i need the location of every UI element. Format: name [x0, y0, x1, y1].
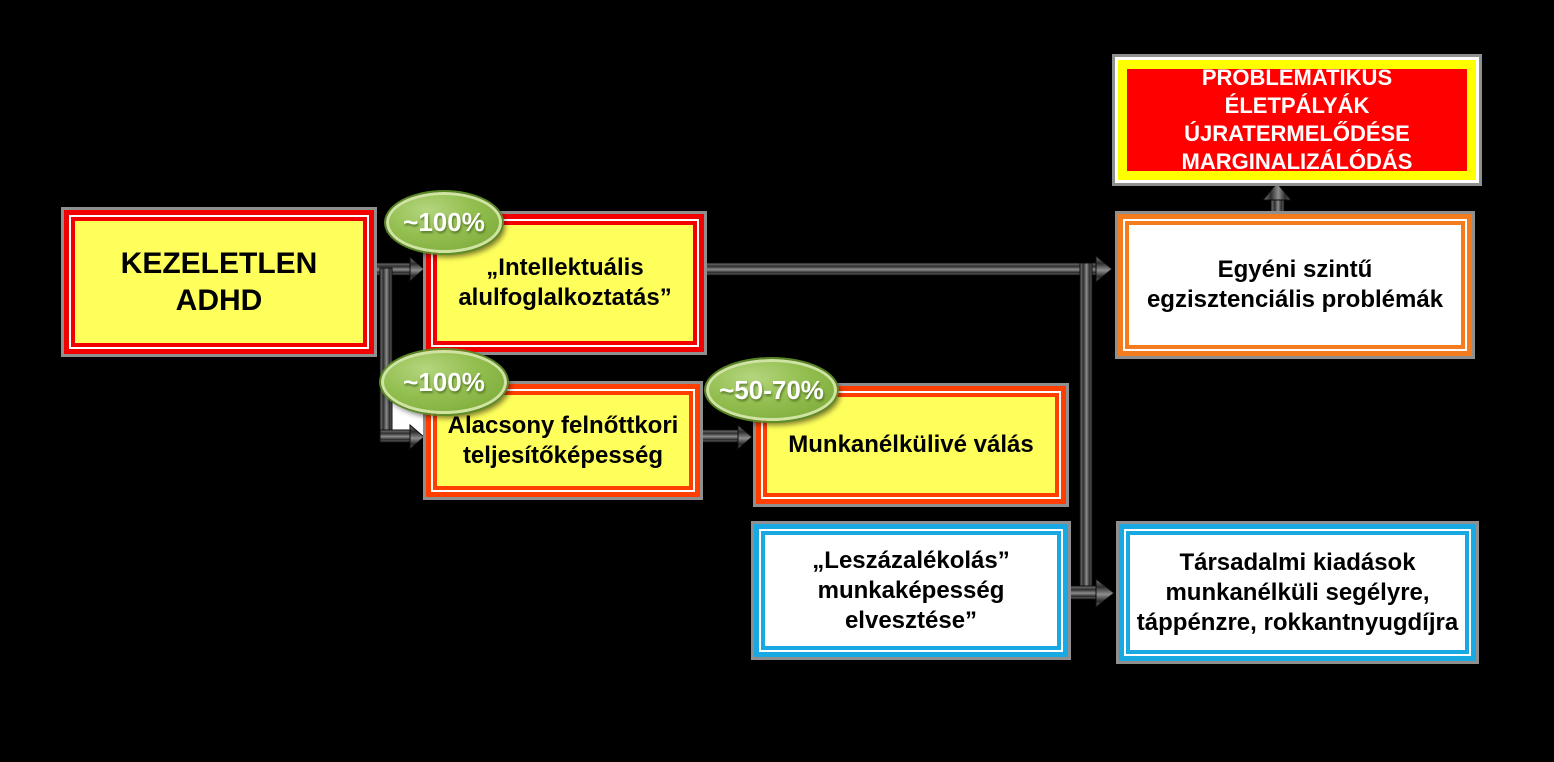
badge-100-top: ~100%: [386, 192, 502, 253]
badge-100-middle-label: ~100%: [403, 366, 485, 397]
node-leszazalekolas-label: „Leszázalékolás” munkaképesség elvesztés…: [761, 531, 1061, 650]
node-tarsadalmi-label: Társadalmi kiadások munkanélküli segélyr…: [1126, 531, 1469, 654]
node-problematikus-eletpalyak: PROBLEMATIKUS ÉLETPÁLYÁK ÚJRATERMELŐDÉSE…: [1112, 54, 1482, 186]
arrow-intellektualis-to-egyeni: [701, 254, 1113, 284]
arrow-egyeni-to-problematikus: [1261, 182, 1293, 218]
node-kezeletlen-adhd-label: KEZELETLEN ADHD: [71, 217, 367, 347]
badge-100-middle: ~100%: [381, 350, 507, 414]
node-problematikus-label: PROBLEMATIKUS ÉLETPÁLYÁK ÚJRATERMELŐDÉSE…: [1127, 65, 1467, 174]
badge-50-70-label: ~50-70%: [719, 374, 824, 405]
node-tarsadalmi-kiadasok: Társadalmi kiadások munkanélküli segélyr…: [1116, 521, 1479, 664]
node-egyeni-label: Egyéni szintű egzisztenciális problémák: [1125, 221, 1465, 349]
badge-100-top-label: ~100%: [403, 207, 485, 237]
arrow-alacsony-to-munkanelkulive: [697, 423, 753, 451]
arrow-branch-to-tarsadalmi: [1065, 262, 1115, 609]
badge-50-70: ~50-70%: [706, 359, 837, 421]
node-munkanelkulive-label: Munkanélkülivé válás: [763, 393, 1059, 497]
node-egyeni-problemak: Egyéni szintű egzisztenciális problémák: [1115, 211, 1475, 359]
node-kezeletlen-adhd: KEZELETLEN ADHD: [61, 207, 377, 357]
node-leszazalekolas: „Leszázalékolás” munkaképesség elvesztés…: [751, 521, 1071, 660]
node-munkanelkulive-valas: Munkanélkülivé válás: [753, 383, 1069, 507]
